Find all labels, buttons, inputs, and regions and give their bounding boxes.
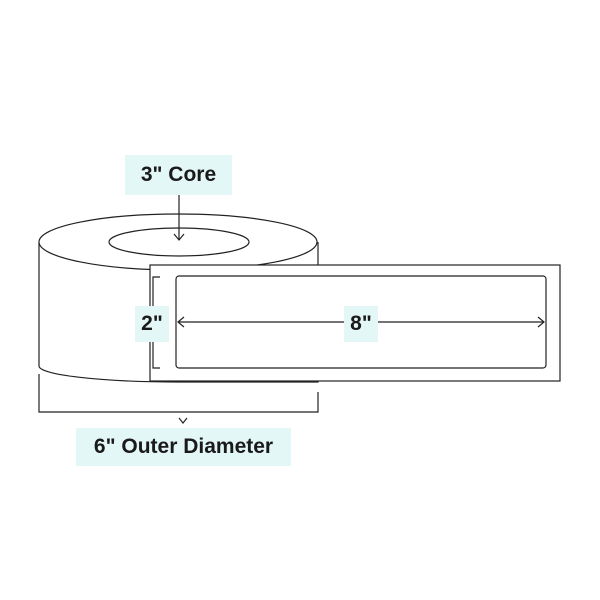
chevron-down-icon: [178, 417, 188, 424]
label-height-label: 2": [135, 306, 169, 342]
core-size-label: 3" Core: [125, 155, 232, 195]
diameter-dimension-bracket: [38, 374, 319, 413]
width-dimension-line: [177, 316, 545, 328]
outer-diameter-label: 6" Outer Diameter: [76, 428, 291, 466]
arrow-down-icon: [173, 195, 185, 241]
roll-body-outline: [38, 242, 319, 383]
label-width-label: 8": [344, 306, 378, 342]
